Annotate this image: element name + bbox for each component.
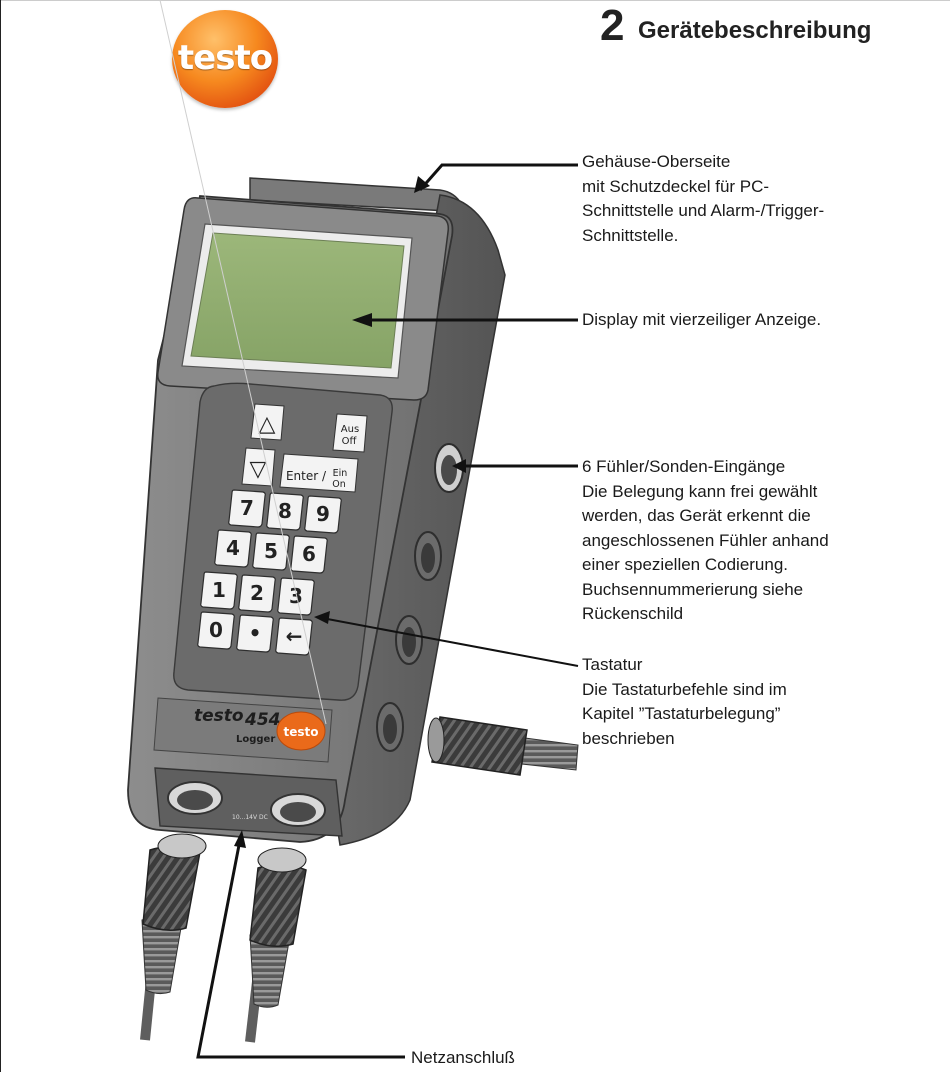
callout-display-line: Display mit vierzeiliger Anzeige. xyxy=(582,310,822,329)
callout-probes: 6 Fühler/Sonden-Eingänge Die Belegung ka… xyxy=(582,455,829,627)
leader-arrowheads xyxy=(234,176,466,848)
key-digit-8[interactable] xyxy=(266,492,304,531)
key-digit-0-label: 0 xyxy=(209,618,223,642)
key-digit-2-label: 2 xyxy=(250,581,264,605)
key-digit-6[interactable] xyxy=(290,535,328,574)
key-down-label: ▽ xyxy=(250,457,267,482)
key-up-label: △ xyxy=(259,412,276,437)
callout-probes-line: 6 Fühler/Sonden-Eingänge xyxy=(582,457,786,476)
plate-logo-icon xyxy=(276,711,326,751)
key-digit-2[interactable] xyxy=(238,574,276,613)
leader-lines xyxy=(196,163,579,1059)
key-digit-7-label: 7 xyxy=(240,496,254,520)
power-cable-2 xyxy=(245,847,307,1043)
page-border-top xyxy=(0,0,950,1)
key-digit-1-label: 1 xyxy=(212,578,226,602)
callout-top-side-line: mit Schutzdeckel für PC- xyxy=(582,176,770,196)
callout-top-side-line: Schnittstelle und Alarm-/Trigger- xyxy=(582,201,825,220)
callout-probes-line: angeschlossenen Fühler anhand xyxy=(582,530,829,550)
callout-keypad-line: Die Tastaturbefehle sind im xyxy=(582,679,787,699)
lcd-display xyxy=(190,232,405,369)
key-aus-off[interactable] xyxy=(332,413,368,453)
callout-keypad: Tastatur Die Tastaturbefehle sind im Kap… xyxy=(582,653,787,751)
logo-text: testo xyxy=(177,38,273,78)
key-digit-4-label: 4 xyxy=(226,536,240,560)
probe-connector xyxy=(427,716,579,776)
plate-model: 454 xyxy=(244,710,281,730)
key-enter[interactable] xyxy=(279,453,359,493)
probe-sockets xyxy=(376,443,464,752)
callout-probes-line: Buchsennummerierung siehe xyxy=(582,579,804,599)
plate-brand: testo xyxy=(194,706,244,726)
key-off-label: Off xyxy=(342,436,358,447)
key-enter-label: Enter / xyxy=(286,469,327,483)
key-back[interactable] xyxy=(275,617,313,656)
key-digit-0[interactable] xyxy=(197,611,235,650)
key-digit-3-label: 3 xyxy=(289,584,303,608)
key-digit-5[interactable] xyxy=(252,532,290,571)
power-cable-1 xyxy=(140,833,207,1041)
key-digit-4[interactable] xyxy=(214,529,252,568)
key-digit-6-label: 6 xyxy=(302,542,316,566)
callout-probes-line: Rückenschild xyxy=(582,604,684,623)
callout-keypad-line: beschrieben xyxy=(582,728,675,748)
key-dot[interactable] xyxy=(236,614,274,653)
key-digit-1[interactable] xyxy=(200,571,238,610)
callout-display: Display mit vierzeiliger Anzeige. xyxy=(582,308,821,333)
callout-top-side-line: Schnittstelle. xyxy=(582,225,679,245)
key-aus-label: Aus xyxy=(341,424,359,435)
key-digit-5-label: 5 xyxy=(264,539,278,563)
key-digit-8-label: 8 xyxy=(278,499,292,523)
callout-keypad-line: Tastatur xyxy=(582,655,643,674)
chapter-title: Gerätebeschreibung xyxy=(638,17,872,44)
key-down[interactable] xyxy=(241,447,276,487)
key-digit-9-label: 9 xyxy=(316,502,330,526)
key-digit-9[interactable] xyxy=(304,495,342,534)
testo-logo: testo xyxy=(172,10,278,108)
callout-power: Netzanschluß xyxy=(411,1048,515,1067)
key-ein-label: Ein xyxy=(333,468,348,479)
key-on-label: On xyxy=(332,479,346,490)
key-back-label: ← xyxy=(286,624,303,648)
key-digit-7[interactable] xyxy=(228,489,266,528)
chapter-number: 2 xyxy=(600,1,625,50)
plate-logo-text: testo xyxy=(284,725,319,739)
power-rating-label: 10...14V DC xyxy=(232,814,268,821)
page-border-left xyxy=(0,0,1,1072)
callout-keypad-line: Kapitel ”Tastaturbelegung” xyxy=(582,704,781,723)
body-side xyxy=(329,194,506,846)
key-digit-3[interactable] xyxy=(277,577,315,616)
plate-subtitle: Logger xyxy=(236,734,275,745)
callout-probes-line: werden, das Gerät erkennt die xyxy=(582,506,811,525)
key-dot-label: • xyxy=(249,621,262,645)
callout-probes-line: einer speziellen Codierung. xyxy=(582,555,789,574)
callout-top-side-line: Gehäuse-Oberseite xyxy=(582,152,731,171)
callout-probes-line: Die Belegung kann frei gewählt xyxy=(582,481,818,501)
callout-top-side: Gehäuse-Oberseite mit Schutzdeckel für P… xyxy=(582,150,824,248)
